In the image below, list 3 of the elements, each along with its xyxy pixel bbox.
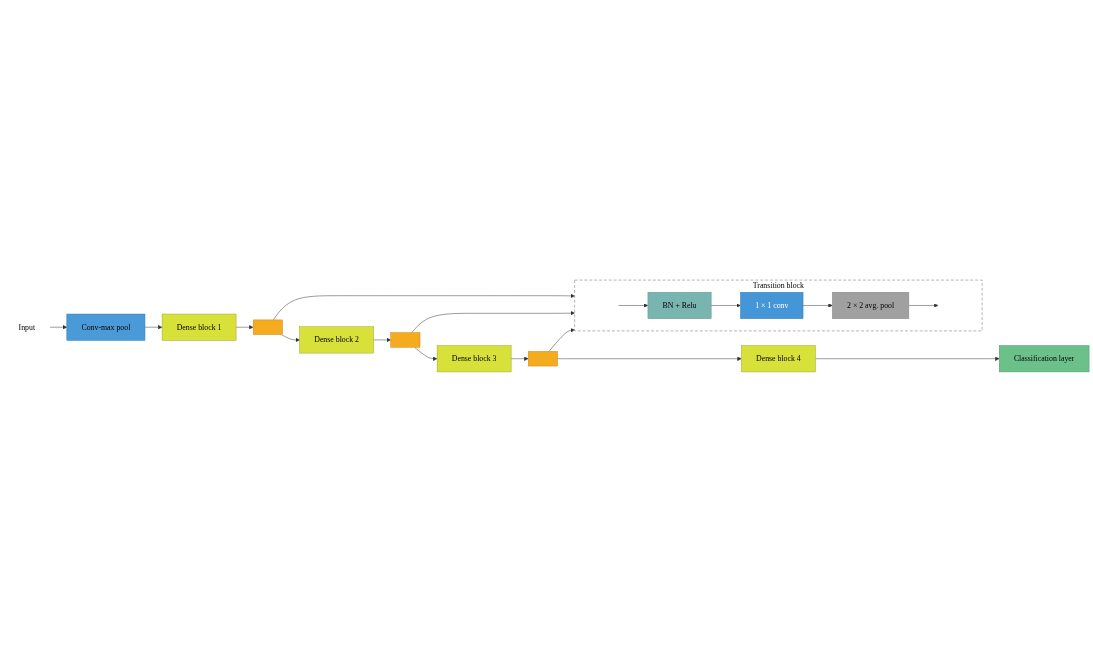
node-box (390, 332, 421, 348)
node-box (252, 319, 283, 335)
node-box (528, 351, 558, 367)
